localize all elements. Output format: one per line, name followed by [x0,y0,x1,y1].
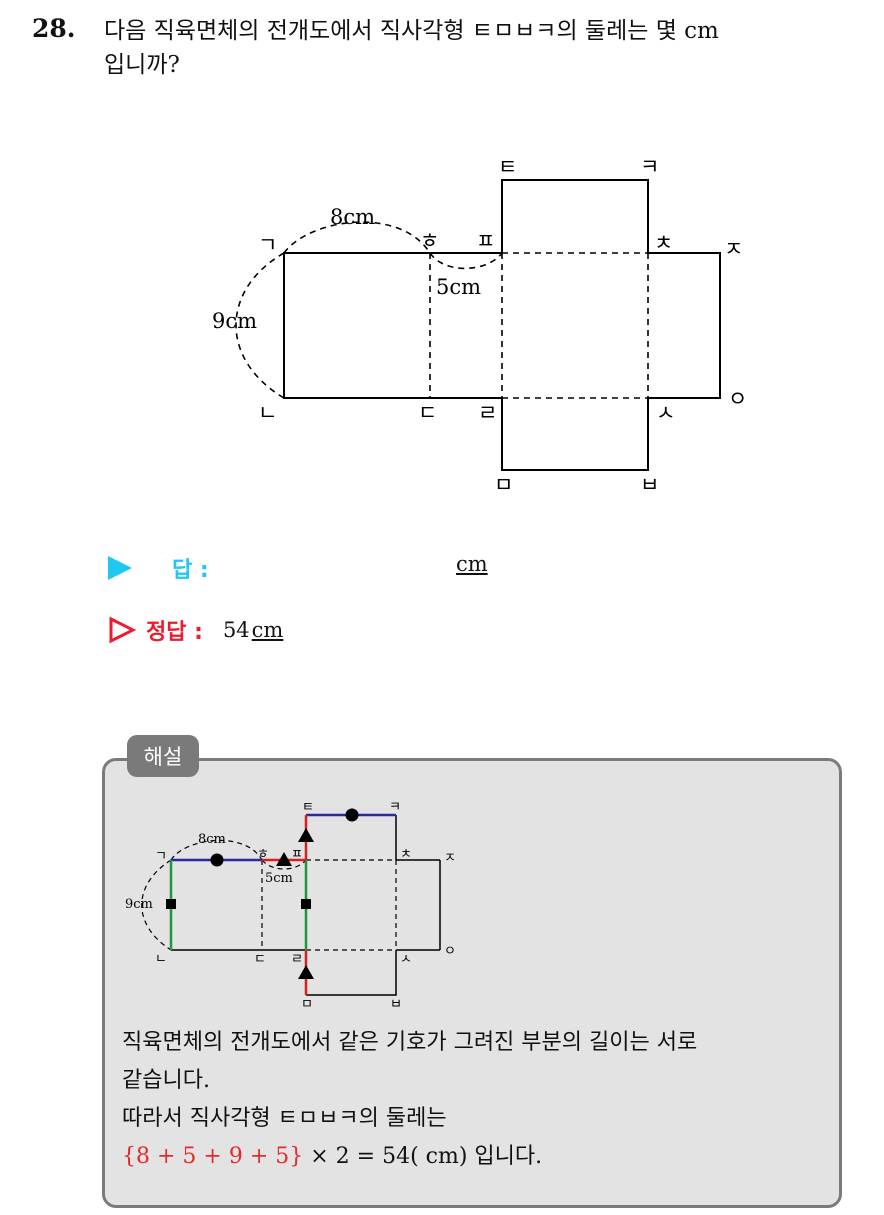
net-diagram: ㄱ ㄴ ㄷ ㄹ ㅁ ㅂ ㅅ ㅇ ㅈ ㅊ ㅋ ㅌ ㅍ ㅎ 8cm 9cm 5cm [212,155,747,497]
exp-label-p: ㅍ [291,847,303,862]
explanation-line-3: 따라서 직사각형 ㅌㅁㅂㅋ의 둘레는 [122,1106,447,1131]
formula-result: × 2 = 54( cm) 입니다. [303,1144,543,1169]
explanation-text: 직육면체의 전개도에서 같은 기호가 그려진 부분의 길이는 서로 같습니다. … [122,1024,834,1176]
square-marker-icon [301,899,311,909]
correct-triangle-icon [109,616,136,644]
explanation-box [102,758,842,1208]
label-h: ㅎ [420,229,439,253]
explanation-line-1: 직육면체의 전개도에서 같은 기호가 그려진 부분의 길이는 서로 [122,1030,698,1055]
label-n: ㄴ [258,401,277,425]
label-k: ㅋ [640,155,659,179]
correct-label: 정답 : [146,620,203,645]
label-r: ㄹ [478,401,497,425]
net-outline-left [283,252,502,399]
answer-row: 답 : cm [108,548,508,588]
correct-value: 54cm [223,618,283,642]
exp-label-b: ㅂ [390,997,402,1012]
exp-label-h: ㅎ [257,847,269,862]
exp-label-d: ㄷ [254,952,266,967]
answer-triangle-icon [108,556,132,580]
explanation-formula: {8 + 5 + 9 + 5} × 2 = 54( cm) 입니다. [122,1138,834,1176]
exp-arc-9 [141,859,172,951]
exp-label-ch: ㅊ [400,847,412,862]
question-text: 다음 직육면체의 전개도에서 직사각형 ㅌㅁㅂㅋ의 둘레는 몇 cm 입니까? [104,14,874,82]
explanation-diagram: ㄱ ㄴ ㄷ ㄹ ㅁ ㅂ ㅅ ㅇ ㅈ ㅊ ㅋ ㅌ ㅍ ㅎ 8cm 9cm 5cm [125,800,456,1012]
dim-arc-8 [283,221,431,254]
label-g: ㄱ [258,233,277,257]
correct-number: 54 [222,618,250,642]
net-outline-bottom [501,398,649,471]
exp-dim-8cm: 8cm [198,832,226,847]
label-t: ㅌ [498,155,517,179]
net-outline-right [648,252,721,399]
exp-label-n: ㄴ [155,952,167,967]
label-m: ㅁ [494,473,513,497]
dim-label-9cm: 9cm [212,309,257,333]
exp-label-t: ㅌ [302,800,314,815]
exp-label-k: ㅋ [389,800,401,815]
exp-label-o: ㅇ [444,944,456,959]
label-ch: ㅊ [654,231,673,255]
circle-marker-icon [345,808,359,822]
dim-arc-9 [235,252,285,399]
label-o: ㅇ [728,387,747,411]
exp-label-m: ㅁ [301,997,313,1012]
label-d: ㄷ [418,401,437,425]
dim-label-5cm: 5cm [436,275,481,299]
exp-label-j: ㅈ [444,851,456,866]
correct-unit: cm [251,618,284,642]
label-s: ㅅ [656,401,675,425]
exp-arc-8 [170,839,263,861]
question-number: 28. [32,14,76,43]
explanation-badge: 해설 [127,735,199,777]
circle-marker-icon [210,853,224,867]
label-j: ㅈ [724,237,743,261]
exp-dim-9cm: 9cm [125,897,153,912]
triangle-marker-icon [298,828,314,842]
question-line-2: 입니까? [104,52,180,78]
label-p: ㅍ [476,229,495,253]
exp-label-r: ㄹ [291,952,303,967]
triangle-marker-icon [276,852,292,866]
dim-label-8cm: 8cm [330,205,375,229]
net-outline-top [501,179,649,253]
answer-label: 답 : [172,558,209,583]
answer-unit: cm [456,552,488,576]
question-line-1: 다음 직육면체의 전개도에서 직사각형 ㅌㅁㅂㅋ의 둘레는 몇 cm [104,18,719,44]
correct-answer-row: 정답 : 54cm [108,610,283,650]
exp-arc-5 [261,859,307,870]
explanation-line-2: 같습니다. [122,1068,210,1093]
triangle-marker-icon [298,965,314,979]
exp-outline-bottom [306,950,397,996]
formula-sum: {8 + 5 + 9 + 5} [122,1144,304,1169]
exp-label-g: ㄱ [155,849,167,864]
exp-dim-5cm: 5cm [265,871,293,886]
exp-label-s: ㅅ [400,952,412,967]
label-b: ㅂ [640,473,659,497]
square-marker-icon [166,899,176,909]
